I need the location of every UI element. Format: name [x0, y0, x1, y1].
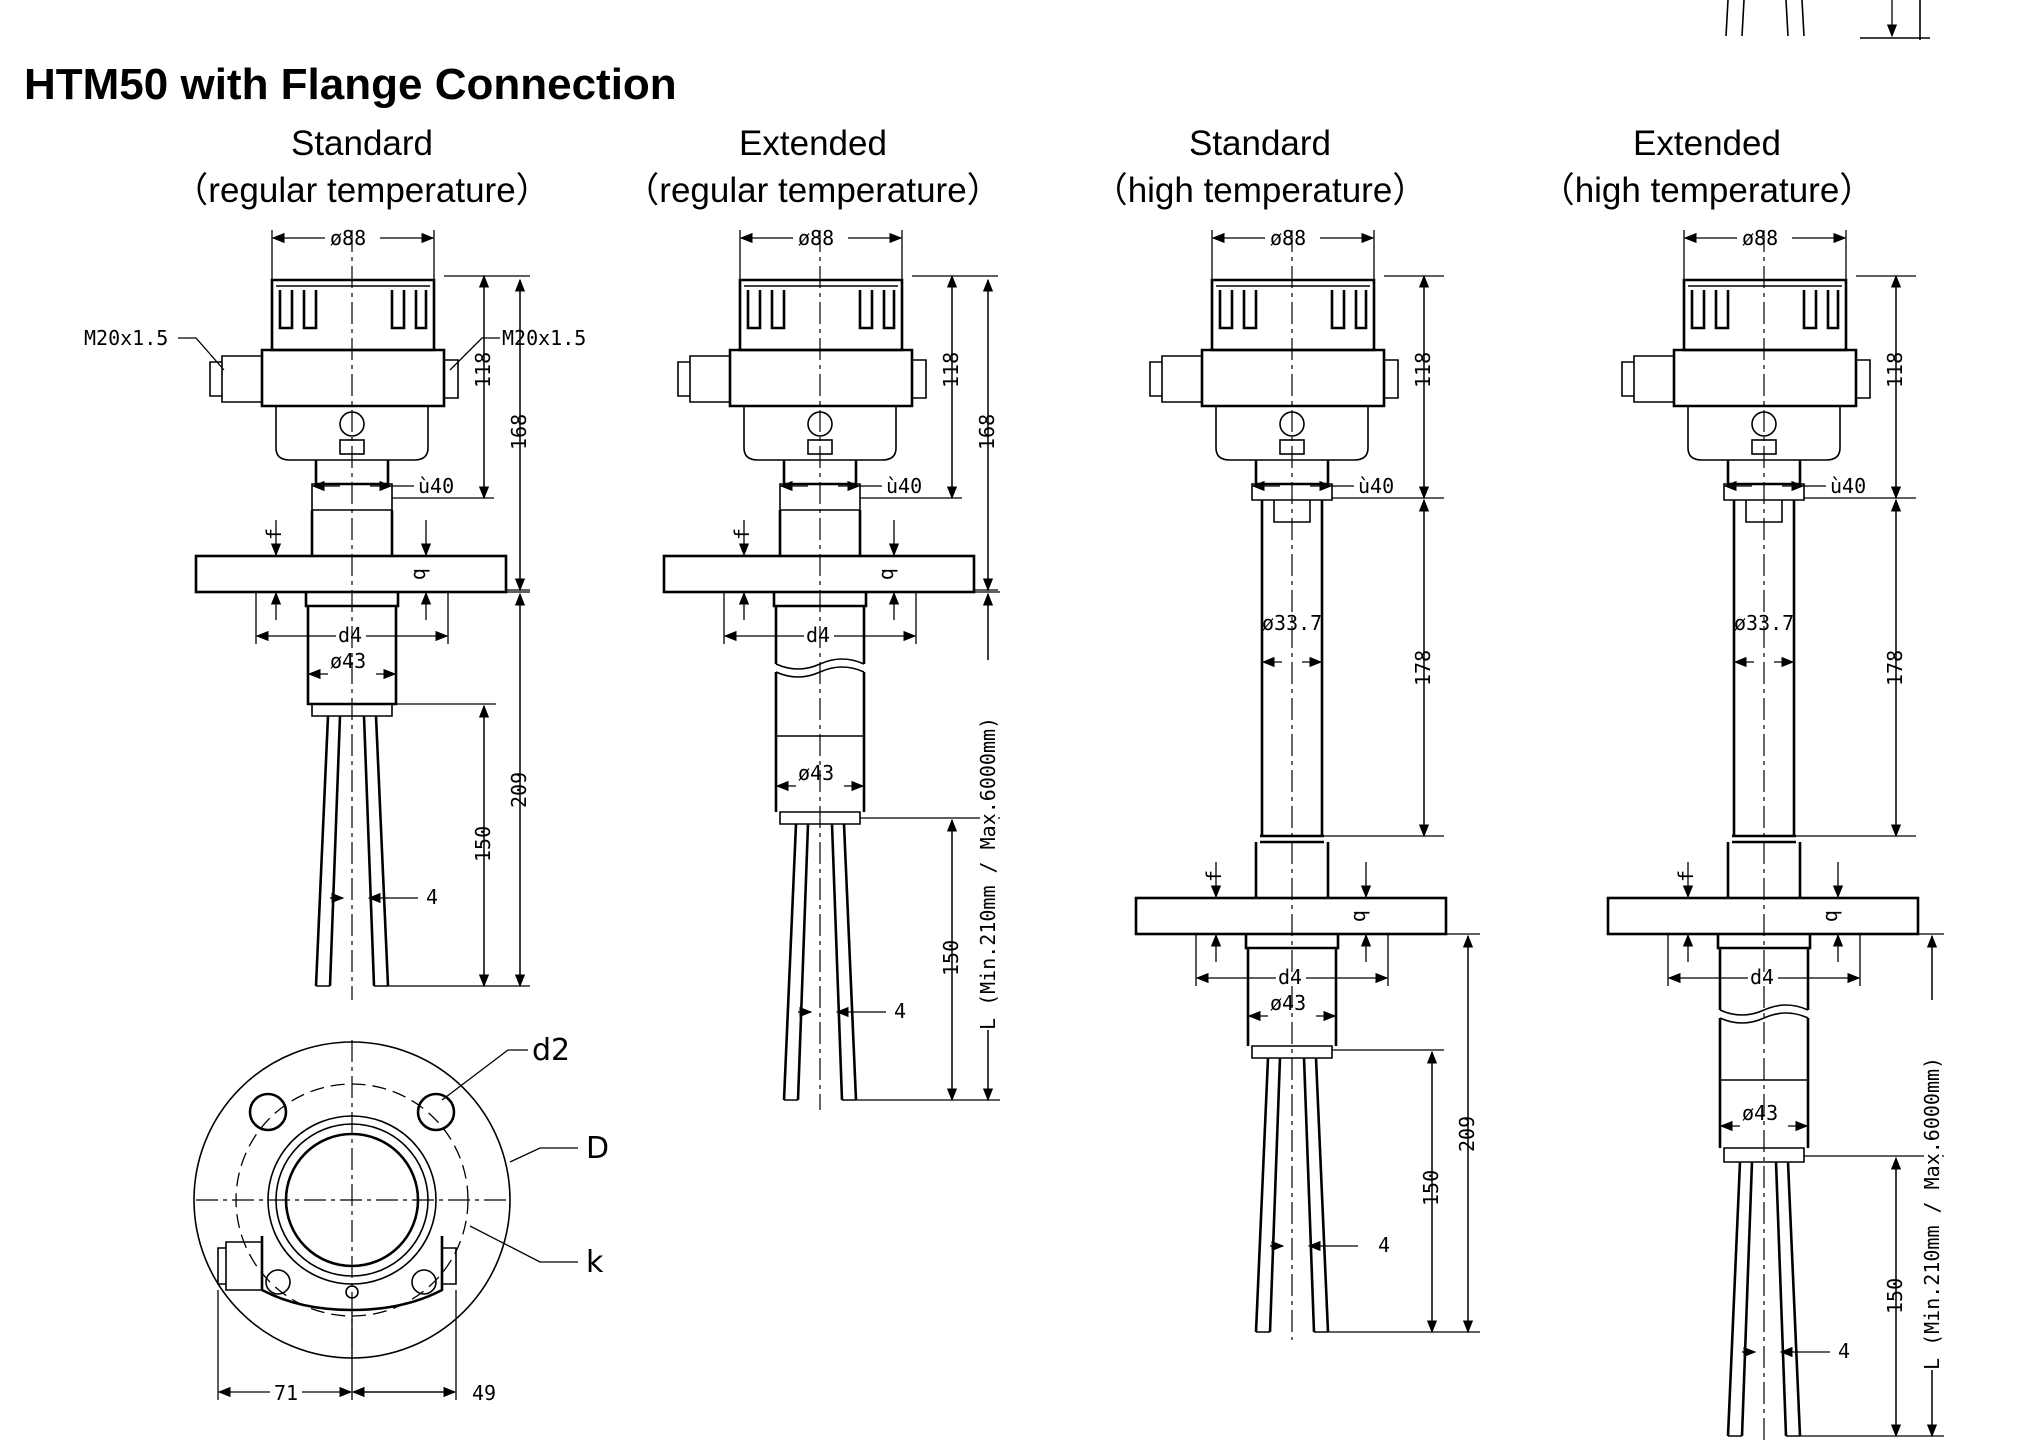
- dim-diameter-43: ø43: [798, 761, 834, 785]
- dim-width-49: 49: [472, 1381, 496, 1405]
- dim-height-118: 118: [939, 352, 963, 388]
- dim-diameter-43: ø43: [330, 649, 366, 673]
- dim-height-118: 118: [471, 352, 495, 388]
- drawing-standard-high: ø88 118 ù40 ø33.7 178 f b d4: [1134, 226, 1480, 1340]
- dim-height-150: 150: [1419, 1170, 1443, 1206]
- dim-height-178: 178: [1411, 650, 1435, 686]
- label-D: D: [586, 1131, 609, 1166]
- column-heading-standard-high: Standard （high temperature）: [1030, 120, 1490, 214]
- dim-height-118: 118: [1883, 352, 1907, 388]
- dim-thread-left: M20x1.5: [84, 326, 168, 350]
- dim-f: f: [730, 528, 754, 540]
- dim-d4: d4: [1750, 965, 1774, 989]
- column-heading-line1: Standard: [1188, 124, 1332, 163]
- dim-diameter-88: ø88: [1742, 226, 1778, 250]
- dim-diameter-43: ø43: [1742, 1101, 1778, 1125]
- dim-diameter-40: ù40: [886, 474, 922, 498]
- dim-diameter-33-7: ø33.7: [1734, 611, 1794, 635]
- dim-height-118: 118: [1411, 352, 1435, 388]
- dim-b: b: [1821, 910, 1845, 922]
- dim-width-71: 71: [274, 1381, 298, 1405]
- column-heading-extended-high: Extended （high temperature）: [1477, 120, 1937, 214]
- dim-thread-right: M20x1.5: [502, 326, 586, 350]
- column-heading-extended-regular: Extended （regular temperature）: [583, 120, 1043, 214]
- dim-b: b: [877, 568, 901, 580]
- dim-height-209: 209: [507, 772, 531, 808]
- dim-f: f: [1202, 870, 1226, 882]
- dim-f: f: [262, 528, 286, 540]
- cropped-drawing-fragment: [1725, 0, 1930, 40]
- dim-diameter-40: ù40: [1830, 474, 1866, 498]
- column-heading-line2: （regular temperature）: [173, 171, 551, 210]
- dim-diameter-40: ù40: [1358, 474, 1394, 498]
- label-k: k: [586, 1245, 604, 1280]
- dim-width-4: 4: [894, 999, 906, 1023]
- dim-diameter-88: ø88: [330, 226, 366, 250]
- dim-diameter-88: ø88: [1270, 226, 1306, 250]
- column-heading-line1: Extended: [1633, 124, 1781, 163]
- dim-diameter-88: ø88: [798, 226, 834, 250]
- column-heading-line1: Standard: [290, 124, 434, 163]
- dim-f: f: [1674, 870, 1698, 882]
- drawing-extended-high: ø88 118 ù40 ø33.7 178 f b d4: [1606, 226, 1944, 1440]
- dim-height-168: 168: [507, 414, 531, 450]
- drawing-extended-regular: ø88 118 168 ù40 f b d4 ø43: [662, 226, 1000, 1110]
- dim-d4: d4: [806, 623, 830, 647]
- dim-height-150: 150: [1883, 1278, 1907, 1314]
- dim-height-178: 178: [1883, 650, 1907, 686]
- dim-diameter-43: ø43: [1270, 991, 1306, 1015]
- dim-diameter-40: ù40: [418, 474, 454, 498]
- dim-diameter-33-7: ø33.7: [1262, 611, 1322, 635]
- column-heading-line1: Extended: [739, 124, 887, 163]
- dim-width-4: 4: [1378, 1233, 1390, 1257]
- dim-height-209: 209: [1455, 1116, 1479, 1152]
- column-heading-line2: （high temperature）: [1539, 171, 1875, 210]
- dim-height-150: 150: [471, 826, 495, 862]
- dim-width-4: 4: [1838, 1339, 1850, 1363]
- label-d2: d2: [532, 1033, 570, 1068]
- column-heading-standard-regular: Standard （regular temperature）: [132, 120, 592, 214]
- dim-width-4: 4: [426, 885, 438, 909]
- dim-height-150: 150: [939, 940, 963, 976]
- column-heading-line2: （high temperature）: [1092, 171, 1428, 210]
- dim-d4: d4: [338, 623, 362, 647]
- flange-top-view: d2 D k 71 49: [193, 1033, 609, 1405]
- drawing-standard-regular: ø88 M20x1.5 M20x1.5 118 168 ù40 f b d4: [84, 226, 586, 1000]
- dim-d4: d4: [1278, 965, 1302, 989]
- page-title: HTM50 with Flange Connection: [24, 60, 677, 109]
- dim-b: b: [1349, 910, 1373, 922]
- dim-length-range: L (Min.210mm / Max.6000mm): [1920, 1057, 1944, 1370]
- dim-b: b: [409, 568, 433, 580]
- dim-length-range: L (Min.210mm / Max.6000mm): [976, 717, 1000, 1030]
- dim-height-168: 168: [975, 414, 999, 450]
- column-heading-line2: （regular temperature）: [624, 171, 1002, 210]
